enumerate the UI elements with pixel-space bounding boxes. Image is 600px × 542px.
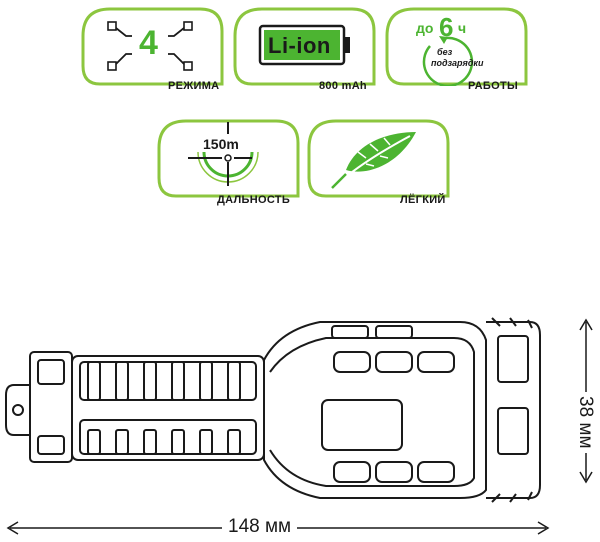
badge-runtime: до 6 ч без подзарядки: [384, 6, 530, 98]
badge-weight: [306, 118, 452, 210]
runtime-note-line2: подзарядки: [431, 58, 484, 68]
runtime-caption: РАБОТЫ: [468, 80, 519, 92]
badge-range: 150m: [156, 118, 302, 210]
runtime-number: 6: [439, 12, 454, 42]
modes-caption: РЕЖИМА: [168, 80, 220, 92]
lanyard-hole: [12, 404, 24, 416]
runtime-unit: ч: [458, 20, 467, 36]
tail-cap: [29, 351, 73, 463]
weight-caption: ЛЁГКИЙ: [400, 194, 446, 206]
range-caption: ДАЛЬНОСТЬ: [217, 194, 291, 206]
grip-ridges: [87, 361, 241, 455]
feather-icon: [331, 132, 416, 189]
head-housing: [263, 321, 487, 499]
badge-frame: [157, 119, 300, 198]
badge-battery: Li-ion: [232, 6, 378, 98]
lanyard-loop: [5, 384, 30, 436]
dimension-lines: [6, 318, 593, 535]
crosshair-icon: [188, 122, 259, 186]
length-label: 148 мм: [222, 516, 298, 538]
clock-icon: [422, 36, 474, 86]
battery-label: Li-ion: [268, 33, 331, 58]
runtime-prefix: до: [416, 20, 434, 36]
badge-frame: [81, 7, 224, 86]
side-panel: [321, 399, 403, 451]
battery-caption: 800 mAh: [319, 80, 367, 92]
badge-frame: [385, 7, 528, 86]
modes-value: 4: [139, 24, 158, 62]
badge-frame: [307, 119, 450, 198]
badge-modes: 4: [80, 6, 226, 98]
switch-top-right: [375, 325, 413, 339]
runtime-note-line1: без: [437, 47, 453, 57]
range-value: 150m: [203, 136, 239, 152]
height-label: 38 мм: [574, 392, 596, 453]
badge-frame: [233, 7, 376, 86]
switch-top-left: [331, 325, 369, 339]
battery-icon: [258, 24, 350, 66]
modes-icon: [107, 21, 193, 71]
bezel: [486, 321, 541, 499]
